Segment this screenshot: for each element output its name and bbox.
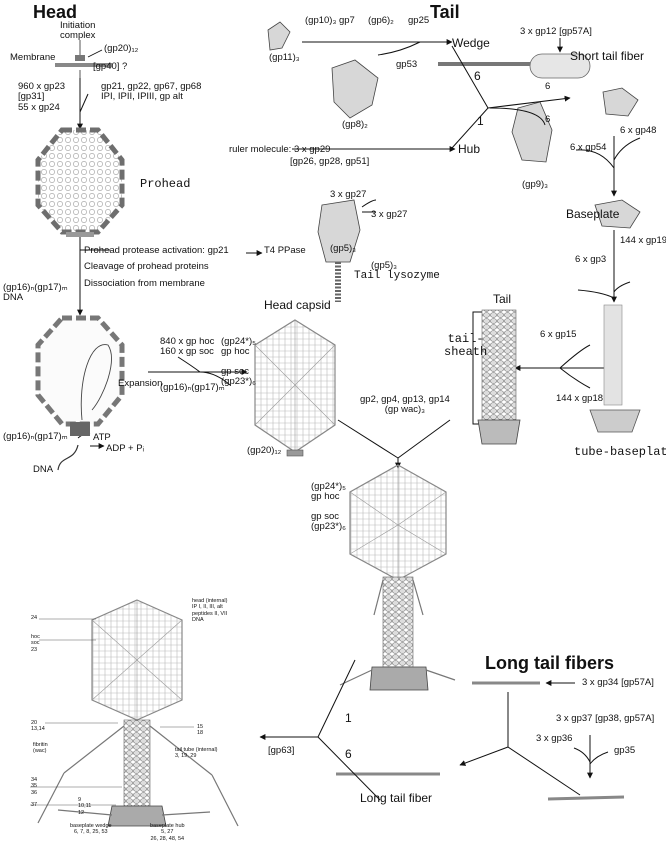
tail-sheath [477,309,521,445]
gp11-label: (gp11)₃ [269,52,300,63]
gp35-label: gp35 [614,745,636,756]
long-fiber-label: Long tail fiber [360,791,433,805]
gp27-right-label: 3 x gp27 [371,209,408,220]
fiber-count-6: 6 [345,747,352,761]
head-internal-label: head (internal) IP I, II, III, alt pepti… [192,598,228,623]
ruler-sub-label: [gp26, gp28, gp51] [290,156,370,167]
tube-baseplate-label: tube-baseplate [574,445,666,459]
long-fiber-pieces [336,681,625,801]
gp53-label: gp53 [396,59,418,70]
scaffold-right-label: gp21, gp22, gp67, gp68 IPI, IPII, IPIII,… [101,81,202,103]
membrane-label: Membrane [10,52,56,63]
count-6a: 6 [474,69,481,83]
virion-protein-labels: (gp24*)₅ gp hoc gp soc (gp23*)₆ [311,481,346,532]
adp-label: ADP + Pᵢ [106,443,145,454]
fiber-count-1: 1 [345,711,352,725]
gp37-label: 3 x gp37 [gp38, gp57A] [556,713,655,724]
scaffold-left-label: 960 x gp23 [gp31] 55 x gp24 [18,81,66,113]
section-title-head: Head [33,2,78,22]
gp19-label: 144 x gp19 [620,235,666,246]
gp9-label: (gp9)₃ [522,179,549,190]
section-title-tail: Tail [430,2,460,22]
gp34-label: 3 x gp34 [gp57A] [582,677,654,688]
count-1: 1 [477,114,484,128]
left-fiber-numbers: 34 35 36 37 [31,777,38,809]
wedge-input-3: gp25 [408,15,430,26]
gp3-label: 6 x gp3 [575,254,607,265]
lysozyme-label: Tail lysozyme [354,270,440,282]
short-fiber-label: Short tail fiber [570,49,645,63]
capsid-portal-label: (gp20)₁₂ [247,445,282,456]
head-capsid [254,319,336,457]
terminase-in-label: (gp16)ₙ(gp17)ₘ DNA [3,282,68,304]
virion-center [339,464,456,691]
protease-pp-label: T4 PPase [264,245,306,256]
terminase-out-label: (gp16)ₙ(gp17)ₘ [160,382,225,393]
gp40-label: [gp40] ? [93,61,128,72]
expansion-label: Expansion [118,378,163,389]
protease-label-1: Prohead protease activation: gp21 [84,245,229,256]
tube-baseplate [589,304,641,433]
fiber-pathway-arrows [259,659,609,801]
gp63-label: [gp63] [268,745,295,756]
baseplate-numbers: 9 10,11 12 [78,797,92,816]
label-24: 24 [31,615,38,621]
wedge-label: Wedge [452,36,490,50]
gp5-left-label: (gp5)₃ [330,243,357,254]
gp27-left-label: 3 x gp27 [330,189,367,200]
ruler-label: ruler molecule: 3 x gp29 [229,144,331,155]
baseplate-hub-caption: baseplate hub 5, 27 26, 28, 48, 54 [150,823,185,842]
protease-label-3: Dissociation from membrane [84,278,205,289]
label-15-18: 15 18 [197,724,204,737]
protease-label-2: Cleavage of prohead proteins [84,261,209,272]
tail-sheath-label: tail- sheath [444,332,488,360]
capsid-protein-labels: (gp24*)₅ gp hoc gp soc (gp23*)₆ [221,336,256,387]
gp36-label: 3 x gp36 [536,733,573,744]
wedge-input-2: (gp6)₂ [368,15,394,26]
section-title-long-fibers: Long tail fibers [485,653,615,673]
hoc-soc-label: 840 x gp hoc 160 x gp soc [160,336,215,358]
gp5-right-label: (gp5)₃ [371,260,398,271]
tail-pathway-arrows [292,38,641,469]
baseplate-wedge-caption: baseplate wedge 6, 7, 8, 25, 53 [70,823,112,836]
gp48-label: 6 x gp48 [620,125,657,136]
gp8-label: (gp8)₂ [342,119,368,130]
gp15-label: 6 x gp15 [540,329,577,340]
tail-protein-fibre [335,62,530,302]
gp18-label: 144 x gp18 [556,393,604,404]
membrane [55,40,112,78]
fibritin-label: fibritin (wac) [33,742,48,755]
label-hoc-soc: hoc soc 23 [31,634,40,653]
mature-phage [30,599,239,827]
tail-protein-blobs [267,21,641,263]
tail-tube-internal-label: tail tube (internal) 3, 19, 29 [175,747,218,760]
count-6b: 6 [545,81,551,92]
gp54-label: 6 x gp54 [570,142,607,153]
tail-label: Tail [493,292,512,306]
count-6c: 6 [545,114,551,125]
join-label: gp2, gp4, gp13, gp14 (gp wac)₃ [360,394,450,416]
head-capsid-label: Head capsid [264,298,331,312]
label-20-13: 20 13,14 [31,720,45,733]
prohead-shell [35,127,125,237]
prohead-label: Prohead [140,177,191,191]
hub-label: Hub [458,142,481,156]
dna-label: DNA [33,464,54,475]
baseplate-label: Baseplate [566,207,620,221]
gp20-label: (gp20)₁₂ [104,43,139,54]
atp-label: ATP [93,432,111,443]
initiation-label: Initiation complex [60,20,96,42]
gp12-label: 3 x gp12 [gp57A] [520,26,592,37]
wedge-input-1: (gp10)₃ gp7 [305,15,355,26]
packaging-head [35,315,125,471]
terminase-atp-label: (gp16)ₙ(gp17)ₘ [3,431,68,442]
